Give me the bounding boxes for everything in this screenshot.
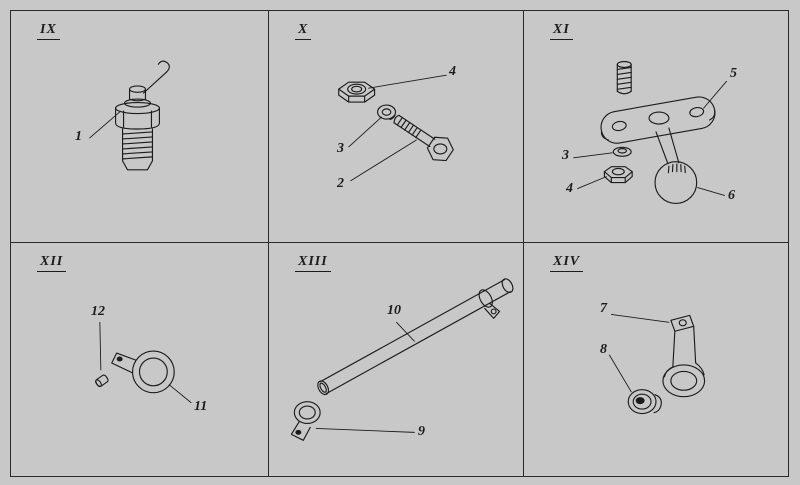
bolt-set-drawing bbox=[338, 74, 454, 182]
panel-xi-label: XI bbox=[550, 22, 573, 40]
nut-part bbox=[338, 81, 376, 103]
panel-xiv: XIV 7 8 bbox=[524, 243, 788, 476]
leader-line-11 bbox=[168, 384, 192, 404]
bracket-part bbox=[662, 314, 706, 398]
tube-part bbox=[317, 278, 514, 396]
leader-line-2 bbox=[350, 139, 417, 182]
callout-10: 10 bbox=[387, 303, 401, 318]
tube-drawing bbox=[290, 278, 514, 441]
callout-4: 4 bbox=[566, 181, 573, 196]
panel-xii: XII 12 11 bbox=[11, 243, 269, 476]
leader-line-4 bbox=[368, 74, 447, 89]
loop-clamp-part bbox=[111, 350, 175, 394]
tube-clamp-part bbox=[478, 289, 501, 319]
flange-plate-part bbox=[600, 96, 716, 144]
leader-line-9 bbox=[315, 427, 415, 433]
leader-line-5 bbox=[703, 80, 727, 109]
panel-xiii-label: XIII bbox=[295, 254, 331, 272]
callout-3: 3 bbox=[337, 141, 344, 156]
leader-line-6 bbox=[697, 187, 725, 196]
panel-ix: IX 1 bbox=[11, 11, 269, 243]
end-clamp-part bbox=[290, 401, 321, 441]
callout-5: 5 bbox=[730, 66, 737, 81]
washer-part bbox=[376, 104, 397, 121]
clamp-pin-drawing bbox=[95, 321, 192, 404]
leader-line-8 bbox=[608, 354, 632, 393]
leader-line-1 bbox=[89, 111, 121, 139]
callout-1: 1 bbox=[75, 129, 82, 144]
plug-drawing bbox=[89, 60, 170, 171]
washer-part bbox=[612, 146, 632, 157]
leader-line-12 bbox=[99, 321, 102, 371]
panel-x-label: X bbox=[295, 22, 312, 40]
ball-part bbox=[654, 127, 698, 204]
callout-3: 3 bbox=[562, 148, 569, 163]
leader-line-4 bbox=[577, 176, 607, 189]
callout-6: 6 bbox=[728, 188, 735, 203]
leader-line-3 bbox=[573, 152, 613, 159]
panel-ix-label: IX bbox=[37, 22, 60, 40]
callout-8: 8 bbox=[600, 342, 607, 357]
pin-part bbox=[95, 374, 109, 388]
bracket-bushing-drawing bbox=[608, 313, 706, 415]
bushing-part bbox=[627, 389, 662, 415]
callout-12: 12 bbox=[91, 304, 105, 319]
panel-xii-label: XII bbox=[37, 254, 67, 272]
bolt-part bbox=[393, 114, 454, 162]
panel-xiii: XIII bbox=[269, 243, 524, 476]
panel-xiv-label: XIV bbox=[550, 254, 584, 272]
callout-9: 9 bbox=[418, 424, 425, 439]
panel-xi: XI bbox=[524, 11, 788, 243]
leader-line-7 bbox=[610, 313, 670, 323]
callout-2: 2 bbox=[337, 176, 344, 191]
stud-part bbox=[616, 60, 632, 95]
leader-line-3 bbox=[348, 116, 383, 148]
nut-part bbox=[603, 166, 633, 184]
callout-11: 11 bbox=[194, 399, 208, 414]
leader-line-10 bbox=[396, 321, 415, 342]
diagram-frame: IX 1 X bbox=[10, 10, 789, 477]
callout-7: 7 bbox=[600, 301, 607, 316]
panel-x: X bbox=[269, 11, 524, 243]
threaded-plug-part bbox=[115, 60, 170, 171]
callout-4: 4 bbox=[449, 64, 456, 79]
ball-joint-drawing bbox=[573, 60, 727, 204]
